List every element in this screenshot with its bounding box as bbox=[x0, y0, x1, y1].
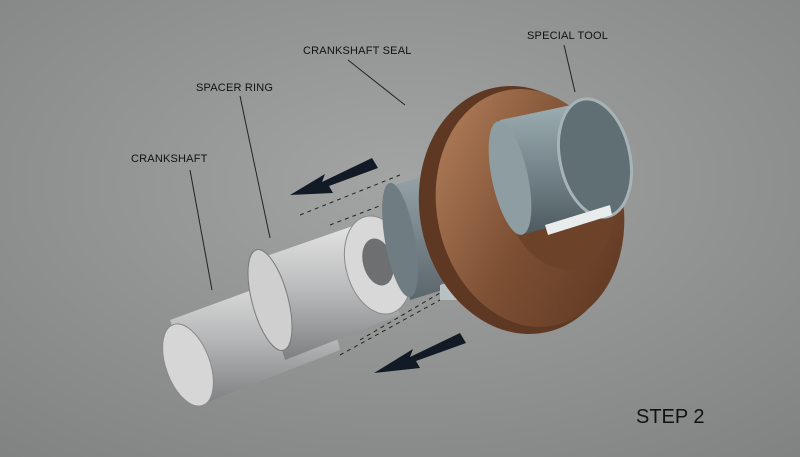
label-special-tool: SPECIAL TOOL bbox=[527, 30, 609, 42]
arrow-lower bbox=[374, 333, 466, 373]
arrow-upper bbox=[290, 158, 378, 195]
label-crankshaft: CRANKSHAFT bbox=[131, 153, 208, 165]
label-spacer-ring: SPACER RING bbox=[196, 82, 274, 94]
label-crankshaft-seal: CRANKSHAFT SEAL bbox=[303, 45, 412, 57]
special-tool-cylinder bbox=[488, 97, 633, 235]
step-label: STEP 2 bbox=[636, 406, 705, 428]
leader-lines bbox=[189, 44, 576, 291]
spacer-ring-part bbox=[247, 215, 413, 360]
